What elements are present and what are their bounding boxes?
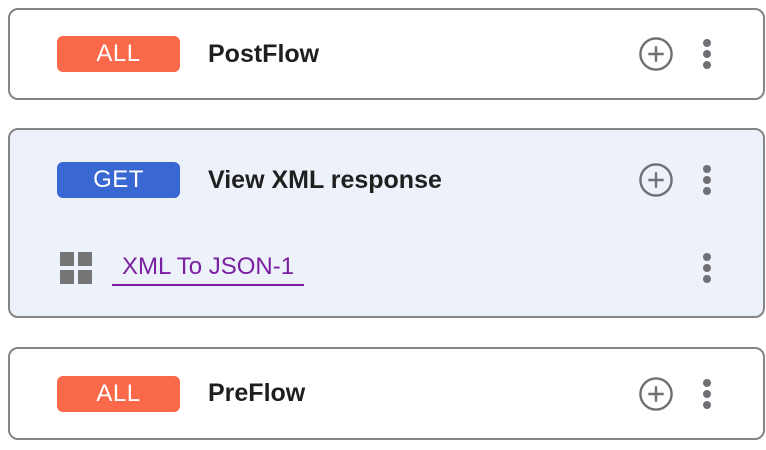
- http-method-badge: ALL: [57, 36, 180, 72]
- kebab-menu-icon: [703, 253, 711, 261]
- flow-title: View XML response: [208, 165, 442, 194]
- policy-row: XML To JSON-1: [10, 230, 763, 306]
- http-method-badge: ALL: [57, 375, 180, 412]
- plus-circle-icon: [639, 37, 673, 71]
- flow-card-view-xml-response[interactable]: GET View XML response: [8, 128, 765, 318]
- flow-card-preflow[interactable]: ALL PreFlow: [8, 347, 765, 440]
- add-policy-button[interactable]: [639, 37, 673, 71]
- plus-circle-icon: [639, 376, 673, 411]
- flow-title: PostFlow: [208, 39, 320, 68]
- flow-card-header: ALL PreFlow: [10, 349, 763, 438]
- kebab-menu-icon: [703, 39, 711, 47]
- flow-actions: [639, 376, 711, 411]
- more-options-button[interactable]: [703, 378, 711, 409]
- flow-actions: [639, 37, 711, 71]
- flow-card-header: ALL PostFlow: [10, 10, 763, 98]
- add-policy-button[interactable]: [639, 163, 673, 197]
- policy-link-xml-to-json[interactable]: XML To JSON-1: [112, 251, 305, 286]
- flow-card-header: GET View XML response: [10, 130, 763, 230]
- flow-title: PreFlow: [208, 379, 306, 407]
- policy-grid-icon: [60, 252, 92, 284]
- plus-circle-icon: [639, 163, 673, 197]
- flow-actions: [639, 163, 711, 197]
- kebab-menu-icon: [703, 378, 711, 387]
- more-options-button[interactable]: [703, 253, 711, 283]
- policy-actions: [703, 253, 711, 283]
- add-policy-button[interactable]: [639, 376, 673, 411]
- flow-card-postflow[interactable]: ALL PostFlow: [8, 8, 765, 100]
- http-method-badge: GET: [57, 162, 180, 198]
- more-options-button[interactable]: [703, 39, 711, 69]
- kebab-menu-icon: [703, 165, 711, 173]
- more-options-button[interactable]: [703, 165, 711, 195]
